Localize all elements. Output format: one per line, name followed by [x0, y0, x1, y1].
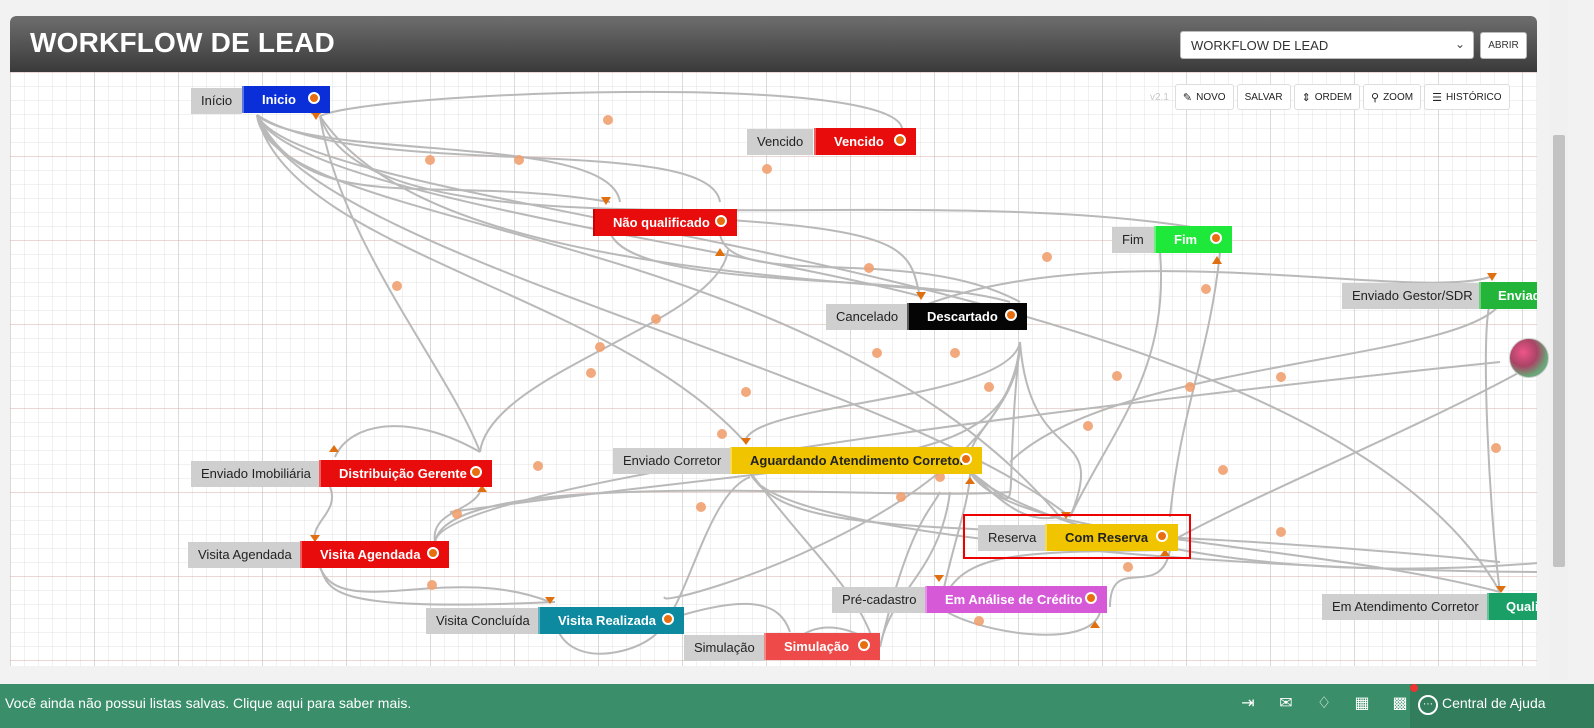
- node-state-fim[interactable]: Fim: [1154, 226, 1232, 253]
- floating-assistant-icon[interactable]: [1509, 338, 1549, 378]
- new-label: NOVO: [1196, 91, 1226, 103]
- bell-icon[interactable]: ♢: [1316, 695, 1332, 712]
- canvas-toolbar: v2.1 ✎NOVO SALVAR ⇕ORDEM ⚲ZOOM ☰HISTÓRIC…: [1150, 84, 1510, 110]
- connector-icon[interactable]: [960, 453, 972, 465]
- node-state-visita-realizada[interactable]: Visita Realizada: [538, 607, 684, 634]
- workflow-canvas[interactable]: v2.1 ✎NOVO SALVAR ⇕ORDEM ⚲ZOOM ☰HISTÓRIC…: [10, 72, 1537, 666]
- node-label-em-atendimento[interactable]: Em Atendimento Corretor: [1322, 594, 1489, 620]
- node-state-enviado-text: Enviado: [1498, 288, 1537, 303]
- calendar-icon[interactable]: ▦: [1354, 695, 1370, 712]
- node-state-analise-credito-text: Em Análise de Crédito: [945, 592, 1083, 607]
- search-icon: ⚲: [1371, 91, 1380, 104]
- node-label-inicio[interactable]: Início: [191, 88, 243, 114]
- history-label: HISTÓRICO: [1445, 91, 1502, 103]
- help-center-button[interactable]: ⋯ Central de Ajuda: [1410, 684, 1594, 728]
- node-state-visita-realizada-text: Visita Realizada: [558, 613, 657, 628]
- node-state-analise-credito[interactable]: Em Análise de Crédito: [925, 586, 1107, 613]
- node-state-aguardando-atendimento[interactable]: Aguardando Atendimento Corretor: [730, 447, 982, 474]
- node-state-inicio-text: Inicio: [262, 92, 296, 107]
- workflow-select[interactable]: WORKFLOW DE LEAD ⌄: [1180, 31, 1474, 59]
- status-icons: ⇥ ✉ ♢ ▦ ▩: [1236, 691, 1412, 717]
- status-bar: Você ainda não possui listas salvas. Cli…: [0, 684, 1594, 728]
- node-state-aguardando-atendimento-text: Aguardando Atendimento Corretor: [750, 453, 965, 468]
- open-button[interactable]: ABRIR: [1480, 32, 1527, 59]
- connector-icon[interactable]: [1005, 309, 1017, 321]
- workflow-edges: [256, 90, 1537, 655]
- connector-icon[interactable]: [427, 547, 439, 559]
- mail-star-icon[interactable]: ✉: [1279, 695, 1293, 712]
- order-label: ORDEM: [1314, 91, 1353, 103]
- node-state-vencido[interactable]: Vencido: [814, 128, 916, 155]
- node-state-qualificado-text: Quali: [1506, 599, 1537, 614]
- version-label: v2.1: [1150, 91, 1169, 103]
- node-state-enviado[interactable]: Enviado: [1479, 282, 1537, 309]
- title-bar: WORKFLOW DE LEAD WORKFLOW DE LEAD ⌄ ABRI…: [10, 16, 1537, 72]
- node-state-com-reserva-text: Com Reserva: [1065, 530, 1149, 545]
- list-icon: ☰: [1432, 91, 1442, 104]
- connector-icon[interactable]: [308, 92, 320, 104]
- node-state-com-reserva[interactable]: Com Reserva: [1045, 524, 1178, 551]
- node-state-simulacao-text: Simulação: [784, 639, 850, 654]
- connector-icon[interactable]: [1156, 530, 1168, 542]
- node-label-vencido[interactable]: Vencido: [747, 129, 814, 155]
- node-state-descartado-text: Descartado: [927, 309, 998, 324]
- connector-icon[interactable]: [715, 215, 727, 227]
- node-state-nao-qualificado-text: Não qualificado: [613, 215, 710, 230]
- node-state-visita-agendada[interactable]: Visita Agendada: [300, 541, 449, 568]
- node-label-pre-cadastro[interactable]: Pré-cadastro: [832, 587, 927, 613]
- connector-icon[interactable]: [1085, 592, 1097, 604]
- page-title: WORKFLOW DE LEAD: [30, 27, 335, 58]
- help-center-label: Central de Ajuda: [1442, 695, 1546, 711]
- chevron-down-icon: ⌄: [1454, 37, 1465, 51]
- notification-dot: [1410, 684, 1418, 692]
- node-state-vencido-text: Vencido: [834, 134, 884, 149]
- order-button[interactable]: ⇕ORDEM: [1293, 84, 1361, 110]
- node-label-fim[interactable]: Fim: [1112, 227, 1154, 253]
- node-state-visita-agendada-text: Visita Agendada: [320, 547, 421, 562]
- zoom-label: ZOOM: [1383, 91, 1414, 103]
- connector-icon[interactable]: [894, 134, 906, 146]
- node-label-reserva[interactable]: Reserva: [978, 525, 1047, 551]
- chat-icon: ⋯: [1418, 695, 1438, 715]
- zoom-button[interactable]: ⚲ZOOM: [1363, 84, 1422, 110]
- node-label-enviado-imobiliaria[interactable]: Enviado Imobiliária: [191, 461, 321, 487]
- new-button[interactable]: ✎NOVO: [1174, 84, 1234, 110]
- save-button[interactable]: SALVAR: [1236, 84, 1291, 110]
- node-label-simulacao[interactable]: Simulação: [684, 635, 765, 661]
- node-label-visita-agendada[interactable]: Visita Agendada: [188, 542, 302, 568]
- node-state-simulacao[interactable]: Simulação: [764, 633, 880, 660]
- connector-icon[interactable]: [1210, 232, 1222, 244]
- node-label-enviado-gestor[interactable]: Enviado Gestor/SDR: [1342, 283, 1483, 309]
- sort-icon: ⇕: [1301, 91, 1311, 104]
- node-state-qualificado[interactable]: Quali: [1487, 593, 1537, 620]
- node-state-distribuicao-gerente-text: Distribuição Gerente: [339, 466, 467, 481]
- connector-icon[interactable]: [470, 466, 482, 478]
- node-label-enviado-corretor[interactable]: Enviado Corretor: [613, 448, 732, 474]
- workflow-select-value: WORKFLOW DE LEAD: [1191, 38, 1329, 53]
- pencil-icon: ✎: [1182, 91, 1193, 104]
- node-state-distribuicao-gerente[interactable]: Distribuição Gerente: [319, 460, 492, 487]
- scrollbar-thumb[interactable]: [1553, 135, 1565, 567]
- node-state-descartado[interactable]: Descartado: [907, 303, 1027, 330]
- history-button[interactable]: ☰HISTÓRICO: [1424, 84, 1510, 110]
- collapse-icon[interactable]: ⇥: [1241, 695, 1255, 712]
- connector-icon[interactable]: [662, 613, 674, 625]
- node-label-cancelado[interactable]: Cancelado: [826, 304, 909, 330]
- node-state-fim-text: Fim: [1174, 232, 1198, 247]
- save-label: SALVAR: [1244, 91, 1283, 103]
- saved-lists-message[interactable]: Você ainda não possui listas salvas. Cli…: [5, 695, 412, 711]
- node-state-inicio[interactable]: Inicio: [242, 86, 330, 113]
- node-label-visita-concluida[interactable]: Visita Concluída: [426, 608, 540, 634]
- workflow-window: WORKFLOW DE LEAD WORKFLOW DE LEAD ⌄ ABRI…: [10, 16, 1537, 666]
- node-state-nao-qualificado[interactable]: Não qualificado: [593, 209, 737, 236]
- calculator-icon[interactable]: ▩: [1392, 695, 1408, 712]
- selection-highlight: [963, 514, 1191, 559]
- connector-icon[interactable]: [858, 639, 870, 651]
